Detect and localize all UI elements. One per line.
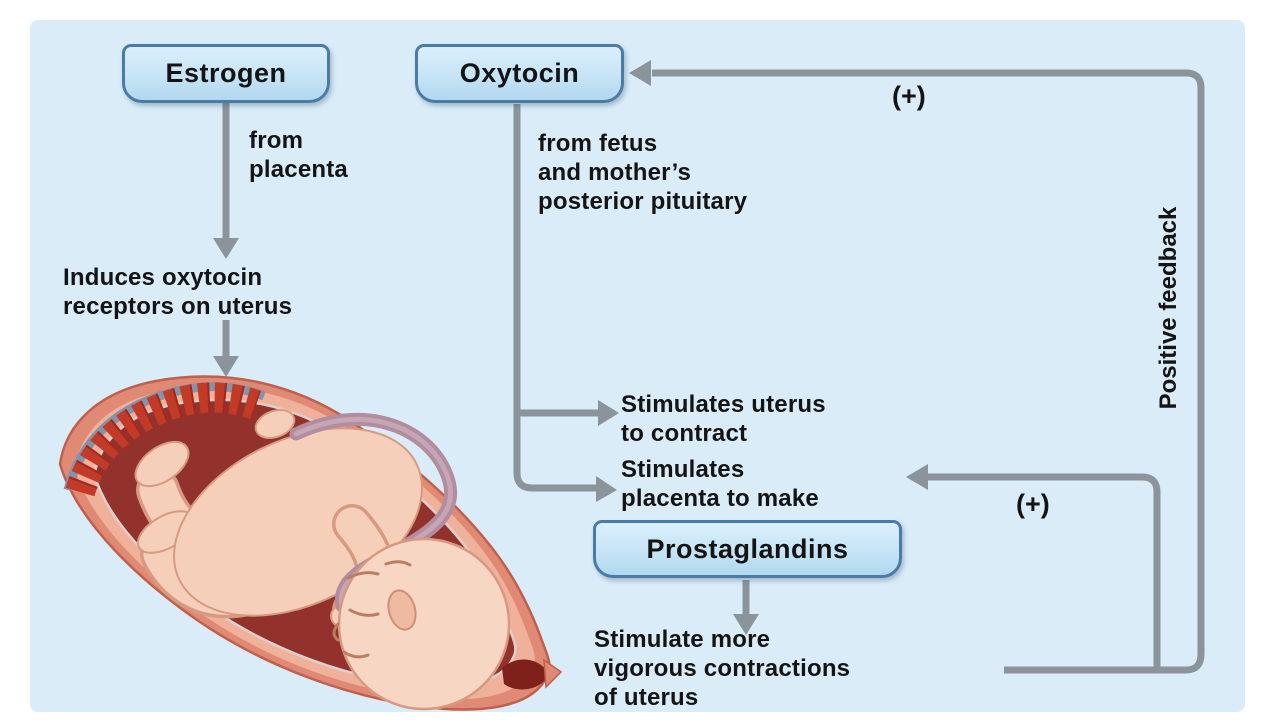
from-fetus-text: from fetus and mother’s posterior pituit… bbox=[538, 130, 748, 215]
cervix bbox=[502, 659, 549, 690]
plus-sign-top: (+) bbox=[892, 81, 926, 111]
estrogen-label: Estrogen bbox=[165, 58, 287, 88]
prostaglandins-node: Prostaglandins bbox=[593, 520, 902, 578]
fetus-hand bbox=[254, 408, 296, 440]
positive-feedback-label: Positive feedback bbox=[1155, 206, 1182, 410]
fetus-face bbox=[332, 560, 412, 659]
arrowheads bbox=[213, 60, 928, 635]
fetus bbox=[134, 408, 562, 711]
oxytocin-node: Oxytocin bbox=[415, 44, 624, 103]
arrowhead-into-oxytocin-icon bbox=[629, 60, 651, 86]
induces-receptors-text: Induces oxytocin receptors on uterus bbox=[63, 264, 293, 320]
fetus-head bbox=[337, 537, 511, 711]
line-inner-feedback-loop bbox=[926, 473, 1161, 668]
placenta-villi bbox=[65, 382, 261, 497]
estrogen-node: Estrogen bbox=[122, 44, 330, 103]
from-placenta-text: from placenta bbox=[249, 127, 348, 183]
fetus-ear bbox=[387, 589, 417, 631]
stimulate-more-text: Stimulate more vigorous contractions of … bbox=[594, 626, 851, 711]
stimulates-placenta-text: Stimulates placenta to make bbox=[621, 456, 819, 512]
arrowhead-stimulates-uterus-icon bbox=[598, 400, 619, 426]
prostaglandins-label: Prostaglandins bbox=[646, 533, 849, 564]
line-outer-feedback-loop bbox=[652, 69, 1205, 674]
arrowhead-induces-icon bbox=[213, 356, 239, 377]
arrowhead-inner-feedback-icon bbox=[906, 464, 928, 490]
line-oxytocin-branch bbox=[513, 104, 598, 492]
connector-lines bbox=[222, 69, 1205, 674]
fetus-in-uterus-illustration bbox=[58, 375, 562, 711]
placenta bbox=[63, 382, 266, 497]
fetus-foot bbox=[134, 440, 190, 488]
cervix-tip bbox=[543, 658, 562, 689]
arrowhead-stimulates-placenta-icon bbox=[596, 476, 617, 502]
stimulates-uterus-text: Stimulates uterus to contract bbox=[621, 391, 826, 447]
arrowhead-estrogen-icon bbox=[213, 238, 239, 259]
arrowhead-prostaglandins-icon bbox=[733, 614, 759, 635]
plus-sign-middle: (+) bbox=[1016, 489, 1050, 519]
oxytocin-label: Oxytocin bbox=[459, 58, 580, 88]
